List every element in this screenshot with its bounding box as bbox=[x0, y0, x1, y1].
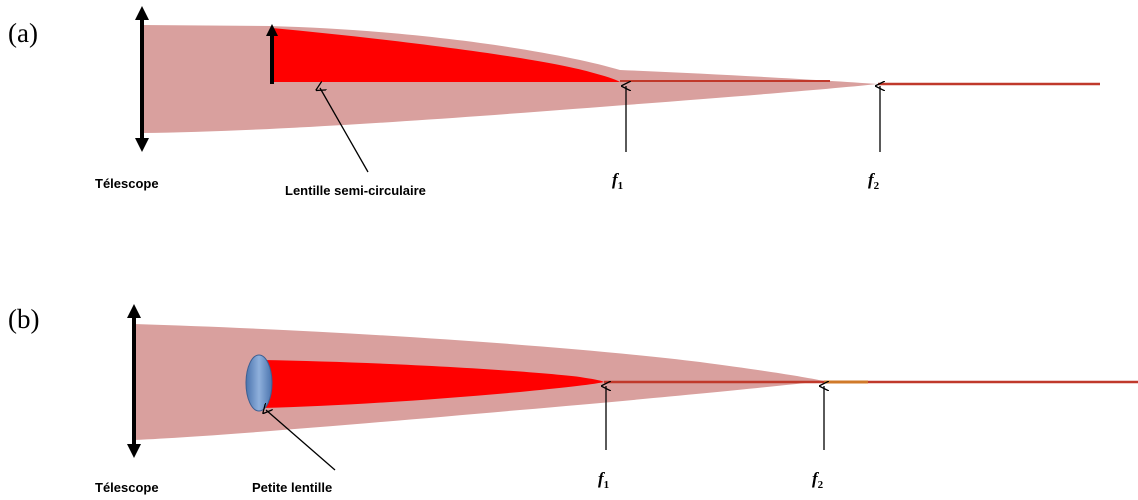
telescope-label-a: Télescope bbox=[95, 176, 159, 191]
focus-1-label-b: f1 bbox=[598, 469, 609, 491]
lens-pointer-b bbox=[266, 410, 336, 471]
focus-1-label-a: f1 bbox=[612, 170, 623, 192]
inner-beam-a bbox=[272, 28, 620, 82]
telescope-a-bottom-head bbox=[135, 138, 149, 152]
telescope-b-top-head bbox=[127, 304, 141, 318]
telescope-b-bottom-head bbox=[127, 444, 141, 458]
telescope-label-b: Télescope bbox=[95, 480, 159, 495]
panel-b: (b) Télescope Petite lentille f1 f2 bbox=[8, 304, 1138, 495]
inner-beam-b bbox=[262, 360, 604, 408]
focus-2-label-a: f2 bbox=[868, 170, 880, 192]
lens-label-b: Petite lentille bbox=[252, 480, 332, 495]
telescope-a-top-head bbox=[135, 6, 149, 20]
panel-label-a: (a) bbox=[8, 18, 38, 48]
panel-a: (a) Télescope Lentille semi-circulaire f… bbox=[8, 6, 1100, 198]
lens-pointer-a bbox=[320, 88, 369, 173]
lens-label-a: Lentille semi-circulaire bbox=[285, 183, 426, 198]
panel-label-b: (b) bbox=[8, 304, 39, 334]
focus-2-label-b: f2 bbox=[812, 469, 824, 491]
small-lens-b bbox=[245, 354, 273, 412]
semicircular-lens-a-head bbox=[266, 24, 278, 36]
